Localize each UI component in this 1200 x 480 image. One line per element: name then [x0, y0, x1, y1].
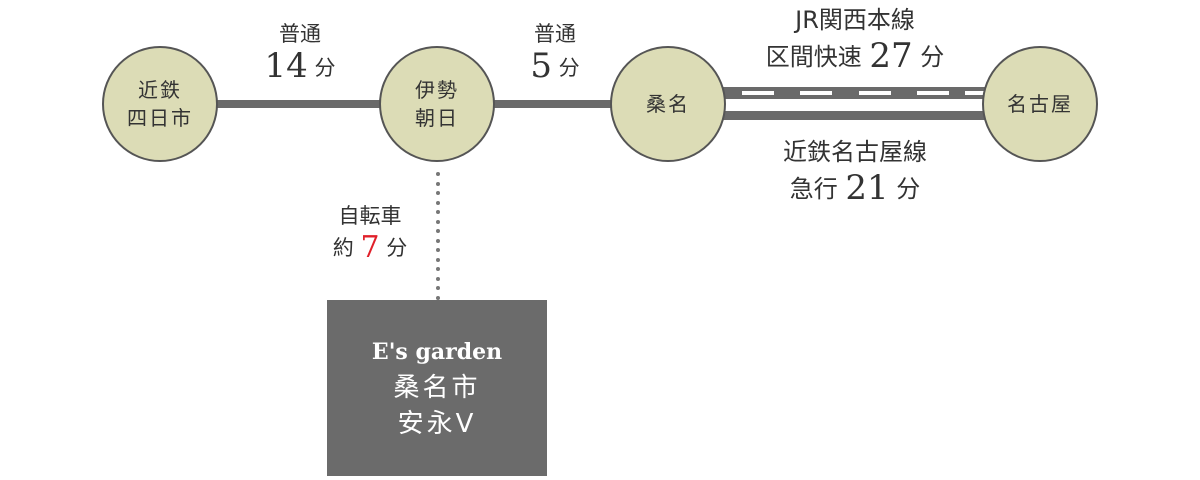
station-name: 近鉄 [138, 78, 182, 102]
route-dot [436, 200, 440, 205]
station-kintetsu-yokkaichi: 近鉄四日市 [102, 46, 218, 162]
travel-minutes: 27 [869, 36, 913, 76]
minutes-unit: 分 [896, 175, 921, 203]
destination-box: E's garden 桑名市 安永V [327, 300, 547, 476]
route-dot [436, 248, 440, 252]
route-dot [436, 191, 440, 195]
brand-name: E's garden [371, 339, 503, 365]
destination-name: 安永V [397, 409, 477, 439]
rail-line-kintetsu-nagoya [720, 111, 995, 120]
travel-minutes: 14 [264, 46, 308, 86]
station-name: 四日市 [127, 106, 193, 130]
jr-track-dash [917, 91, 949, 95]
travel-minutes: 5 [530, 46, 552, 86]
route-dot [436, 238, 440, 243]
service-type: 普通 [534, 22, 576, 46]
route-dot [436, 276, 440, 281]
rail-line-jr-kansai [720, 87, 995, 99]
rail-line-yokkaichi-asahi [210, 100, 390, 108]
route-dot [436, 267, 440, 271]
jr-track-dash [859, 91, 891, 95]
minutes-unit: 分 [920, 43, 945, 71]
minutes-unit: 分 [314, 56, 336, 80]
route-dot [436, 219, 440, 224]
service-type: 普通 [279, 22, 321, 46]
segment-label-2: 普通 5 分 [490, 18, 620, 84]
destination-city: 桑名市 [393, 373, 481, 403]
route-dot [436, 181, 440, 186]
line-name: JR関西本線 [795, 6, 915, 34]
jr-track-dash [742, 91, 774, 95]
segment-label-kintetsu: 近鉄名古屋線 急行 21 分 [730, 134, 980, 207]
route-dot [436, 295, 440, 300]
approx-prefix: 約 [332, 236, 354, 260]
station-name: 桑名 [646, 92, 690, 116]
service-type: 区間快速 [765, 43, 862, 71]
station-name: 伊勢 [415, 78, 459, 102]
travel-minutes: 21 [845, 168, 889, 208]
route-dot [436, 257, 440, 262]
rail-line-asahi-kuwana [490, 100, 620, 108]
travel-mode: 自転車 [338, 204, 402, 228]
route-dot [436, 172, 440, 176]
station-nagoya: 名古屋 [982, 46, 1098, 162]
route-dot [436, 286, 440, 290]
route-dot [436, 229, 440, 233]
segment-label-jr: JR関西本線 区間快速 27 分 [730, 2, 980, 75]
service-type: 急行 [789, 175, 838, 203]
jr-track-dash [965, 91, 985, 95]
station-name: 名古屋 [1007, 92, 1073, 116]
station-ise-asahi: 伊勢朝日 [379, 46, 495, 162]
route-dot [436, 210, 440, 214]
station-name: 朝日 [415, 106, 459, 130]
line-name: 近鉄名古屋線 [783, 138, 927, 166]
travel-minutes: 7 [360, 230, 380, 265]
segment-label-1: 普通 14 分 [230, 18, 370, 84]
bicycle-label: 自転車 約 7 分 [320, 200, 420, 264]
station-kuwana: 桑名 [610, 46, 726, 162]
jr-track-dash [800, 91, 832, 95]
minutes-unit: 分 [386, 236, 408, 260]
minutes-unit: 分 [558, 56, 580, 80]
